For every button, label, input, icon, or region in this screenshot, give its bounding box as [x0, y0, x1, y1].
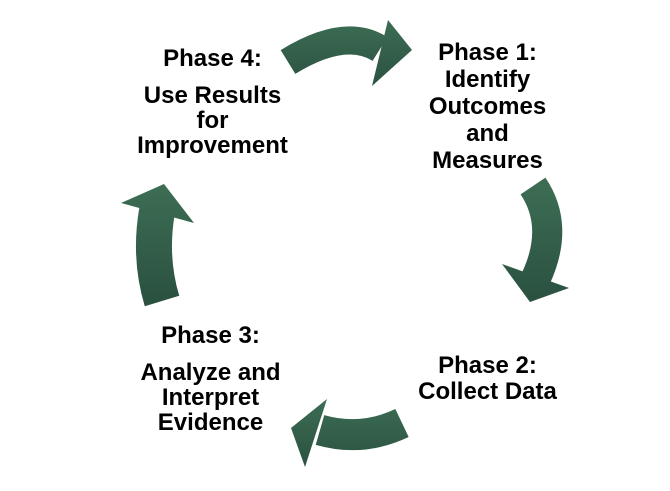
phase-1-title: Phase 1:	[438, 39, 537, 66]
phase-4-title: Phase 4:	[163, 45, 262, 72]
phase-4-line: Improvement	[137, 132, 288, 159]
phase-1-node: Phase 1: Identify Outcomes and Measures	[390, 39, 585, 174]
phase-3-line: Interpret	[161, 384, 260, 411]
phase-1-line: Identify	[444, 66, 531, 93]
phase-2-line: Collect Data	[418, 378, 557, 405]
phase-1-line: Measures	[432, 147, 543, 174]
arrow-phase2-to-phase3	[291, 399, 409, 467]
phase-4-line: for	[196, 107, 229, 134]
arrow-phase3-to-phase4	[121, 184, 194, 307]
phase-3-line: Analyze and	[140, 359, 281, 386]
arrow-phase1-to-phase2	[502, 177, 569, 302]
phase-2-node: Phase 2: Collect Data	[390, 353, 585, 405]
phase-4-line: Use Results	[143, 82, 282, 109]
phase-1-line: Outcomes	[428, 93, 547, 120]
phase-3-title: Phase 3:	[161, 322, 260, 349]
arrow-phase4-to-phase1	[280, 20, 412, 86]
phase-3-line: Evidence	[157, 409, 264, 436]
phase-3-node: Phase 3: Analyze and Interpret Evidence	[108, 322, 313, 436]
phase-4-node: Phase 4: Use Results for Improvement	[110, 45, 315, 159]
phase-2-title: Phase 2:	[438, 352, 537, 379]
phase-1-line: and	[466, 120, 509, 147]
